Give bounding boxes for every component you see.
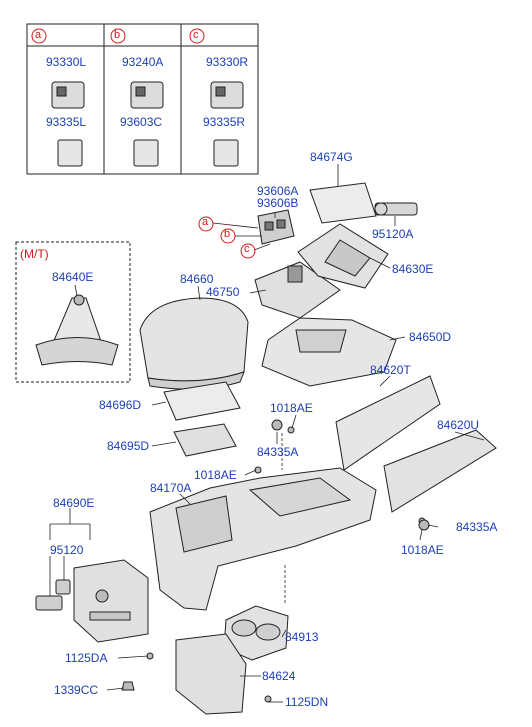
callout-a: a xyxy=(202,216,209,228)
legend-part-b-bottom: 93603C xyxy=(120,115,163,129)
part-84640E: 84640E xyxy=(52,270,94,284)
legend-circles xyxy=(31,28,205,44)
tray-mat xyxy=(309,182,377,224)
part-95120: 95120 xyxy=(50,543,84,557)
part-46750: 46750 xyxy=(206,285,240,299)
legend-callout-c: c xyxy=(193,29,199,41)
part-84624: 84624 xyxy=(262,669,296,683)
part-84696D: 84696D xyxy=(99,398,142,412)
part-1125DA: 1125DA xyxy=(65,651,108,665)
part-84620U: 84620U xyxy=(437,418,480,432)
legend-part-b-top: 93240A xyxy=(122,55,164,69)
part-84630E: 84630E xyxy=(392,262,434,276)
part-84335A-upper: 84335A xyxy=(257,445,299,459)
part-84695D: 84695D xyxy=(107,439,150,453)
part-93606A: 93606A xyxy=(257,184,299,198)
part-84620T: 84620T xyxy=(370,363,411,377)
cup-holder xyxy=(223,605,289,661)
part-1339CC: 1339CC xyxy=(54,683,99,697)
legend-part-c-top: 93330R xyxy=(206,55,249,69)
console-upper-panel xyxy=(297,223,389,289)
switch-bracket xyxy=(257,209,295,245)
shift-boot xyxy=(35,294,119,366)
legend-callout-a: a xyxy=(35,29,42,41)
part-93606B: 93606B xyxy=(257,196,299,210)
part-84170A: 84170A xyxy=(150,481,192,495)
variant-label: (M/T) xyxy=(20,247,49,261)
side-panel-84620T xyxy=(335,375,441,471)
legend-part-c-bottom: 93335R xyxy=(203,115,246,129)
mat-84696D xyxy=(163,381,241,421)
side-panel-84620U xyxy=(383,429,497,513)
part-84674G: 84674G xyxy=(310,150,353,164)
part-84913: 84913 xyxy=(285,630,319,644)
part-84335A-lower: 84335A xyxy=(456,520,498,534)
part-1125DN: 1125DN xyxy=(285,695,329,709)
mount-bracket xyxy=(175,633,247,715)
callout-c: c xyxy=(244,243,250,255)
mt-variant-box xyxy=(15,241,131,383)
armrest-lid xyxy=(139,297,249,390)
leader-lines xyxy=(49,164,485,703)
part-1018AE-middle: 1018AE xyxy=(194,468,237,482)
main-console xyxy=(149,467,377,611)
part-84650D: 84650D xyxy=(409,330,452,344)
pad-84695D xyxy=(173,423,237,457)
legend-callout-b: b xyxy=(114,29,121,41)
switch-icons xyxy=(51,81,244,167)
part-84660: 84660 xyxy=(180,272,214,286)
callout-leader-circles xyxy=(198,216,256,259)
legend-part-a-top: 93330L xyxy=(46,55,87,69)
power-socket xyxy=(374,202,418,216)
part-1018AE-upper: 1018AE xyxy=(270,401,313,415)
usb-aux-module xyxy=(35,579,71,611)
callout-b: b xyxy=(224,228,231,240)
part-95120A: 95120A xyxy=(372,227,414,241)
fasteners xyxy=(121,419,430,703)
front-bezel xyxy=(73,559,149,643)
legend-table xyxy=(26,23,259,175)
legend-part-a-bottom: 93335L xyxy=(46,115,87,129)
part-1018AE-lower: 1018AE xyxy=(401,543,444,557)
console-upper-cover xyxy=(261,317,397,387)
part-84690E: 84690E xyxy=(53,496,95,510)
